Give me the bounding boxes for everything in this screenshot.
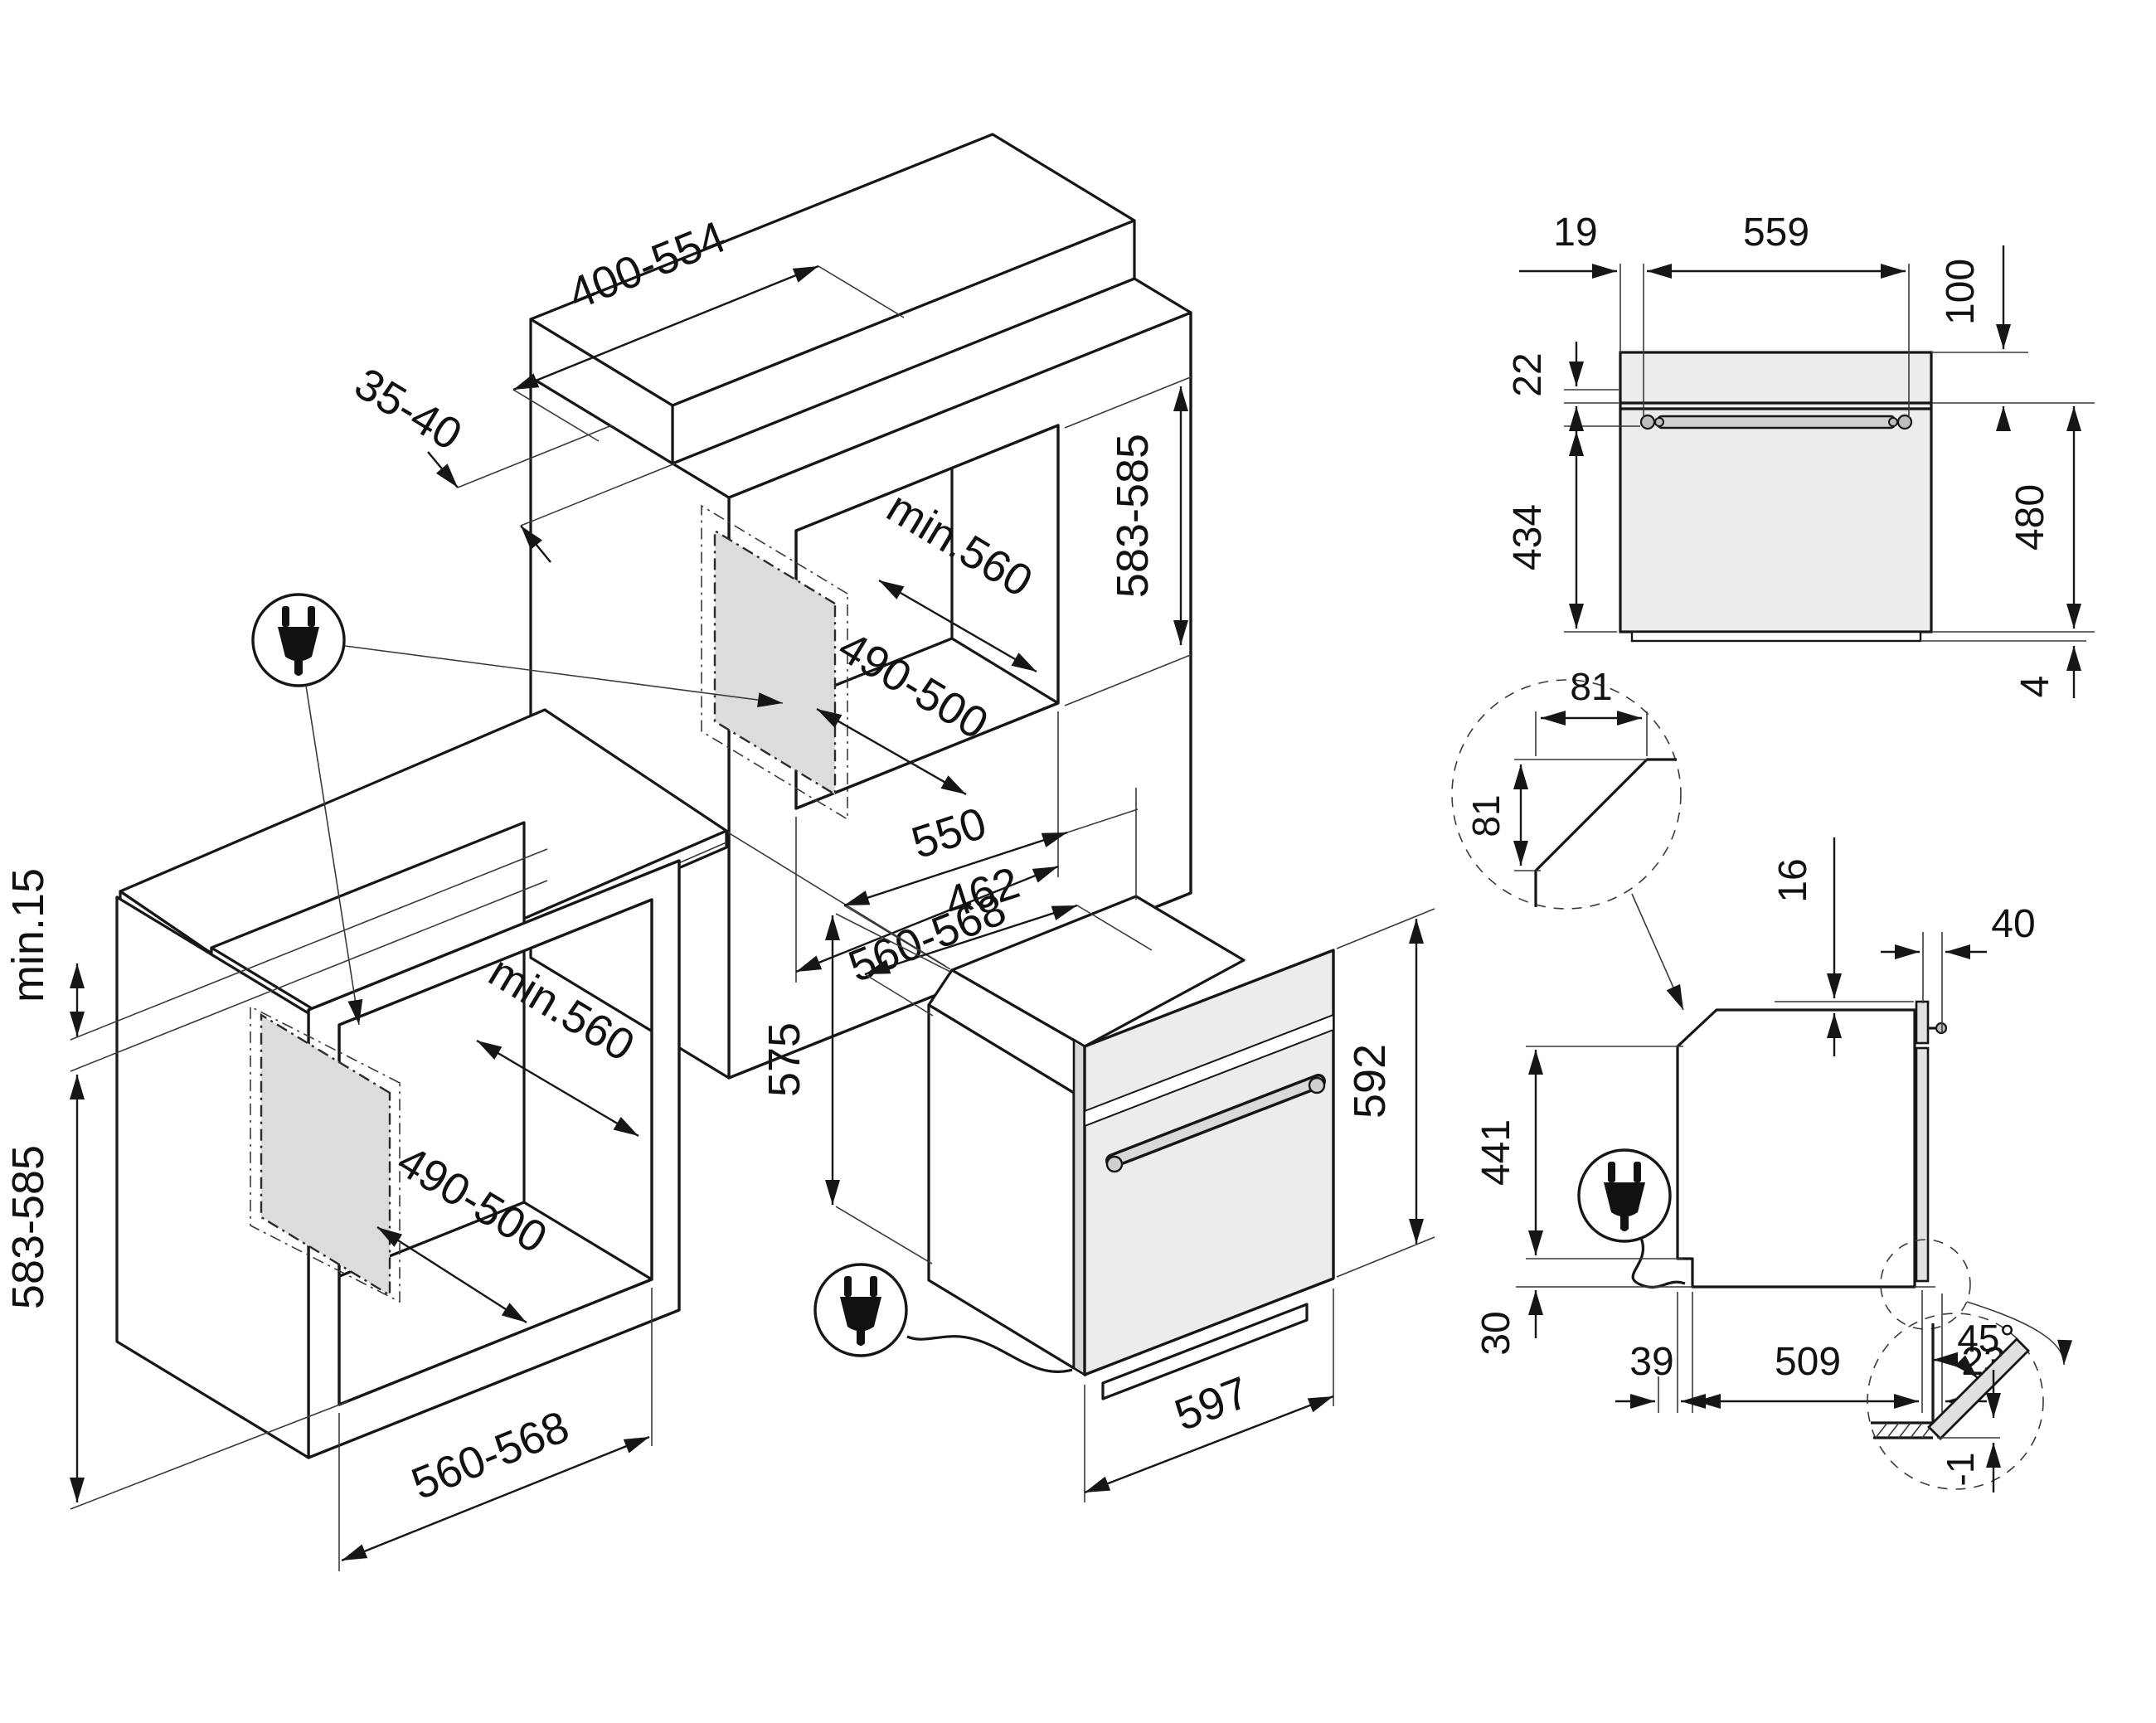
- tall-electrical-area-outline: [701, 504, 848, 821]
- dim-oven-height-body: 575: [760, 1022, 809, 1097]
- open-door-45: [1927, 1337, 2030, 1440]
- dim-oven-width-front: 597: [1168, 1367, 1256, 1440]
- dim-base-niche-width: 560-568: [405, 1401, 575, 1509]
- dim-rear-right-height: 480: [2008, 484, 2052, 551]
- dim-side-front-depth: 40: [1991, 902, 2035, 946]
- dim-side-rear-height: 441: [1474, 1119, 1518, 1186]
- dim-side-body-depth: 509: [1775, 1340, 1841, 1384]
- oven-door-front: [1083, 949, 1335, 1376]
- side-door: [1915, 1046, 1930, 1283]
- door-open-detail: 45° -1: [1867, 1313, 2044, 1492]
- dim-rear-rail-offset: 19: [1553, 211, 1597, 255]
- dim-side-top-gap: 16: [1771, 858, 1815, 902]
- side-control-panel: [1915, 1000, 1930, 1045]
- power-plug-icon: [813, 1263, 908, 1357]
- oven-handle: [1105, 1074, 1326, 1173]
- oven-plinth: [1101, 1303, 1309, 1400]
- side-power-cord: [1631, 1237, 1686, 1289]
- floor-hatch: [1871, 1421, 1934, 1439]
- detail-circle: [1880, 1239, 1971, 1330]
- side-handle-pin: [1935, 1022, 1948, 1035]
- oven-side-view: 16 40 441 30 39 509 23: [1474, 837, 2073, 1413]
- power-plug-icon: [251, 593, 346, 687]
- dim-door-drop: -1: [1939, 1453, 1982, 1487]
- oven-panel-gap: [1084, 1013, 1334, 1128]
- oven-isometric: 550 462 575 592 597: [727, 788, 1435, 1502]
- dim-chamfer-height: 81: [1464, 794, 1508, 837]
- dim-door-angle: 45°: [1957, 1317, 2015, 1360]
- detail-circle: [1867, 1313, 2044, 1490]
- dim-tall-top-rail: 35-40: [347, 358, 470, 460]
- dim-rear-foot: 4: [2013, 676, 2057, 698]
- rear-foot: [1630, 630, 1922, 643]
- dim-base-clearance: min.15: [3, 868, 53, 1002]
- cabinet-power-connection: [251, 593, 784, 1026]
- oven-door-edge: [1072, 1037, 1086, 1377]
- rear-body: [1619, 351, 1933, 633]
- dim-chamfer-width: 81: [1570, 665, 1612, 708]
- side-body: [1676, 1008, 1916, 1289]
- oven-power-cord: [906, 1335, 1073, 1373]
- detail-circle: [1451, 679, 1682, 910]
- chamfer-detail: 81 81: [1451, 665, 1684, 1011]
- dim-base-niche-height: 583-585: [3, 1145, 53, 1309]
- dim-side-plinth: 30: [1474, 1311, 1518, 1355]
- dim-rear-lower-height: 434: [1506, 504, 1550, 570]
- dim-rear-top-inset: 100: [1939, 259, 1983, 325]
- dim-tall-niche-height: 583-585: [1108, 434, 1158, 598]
- rear-mounting-rail: [1656, 415, 1896, 430]
- dim-rear-seam-gap: 22: [1506, 352, 1550, 396]
- power-plug-icon: [1577, 1148, 1672, 1243]
- tall-cabinet-isometric: 400-554 35-40 min.560 490-500 560-568 58…: [347, 133, 1193, 1080]
- base-cabinet-isometric: min.560 490-500 560-568 min.15 583-585: [3, 821, 681, 1571]
- oven-rear-view: 19 559 100 22 434 480 4: [1506, 211, 2095, 698]
- dim-rear-rail-width: 559: [1743, 211, 1809, 255]
- dim-side-rear-gap: 39: [1629, 1340, 1673, 1384]
- dim-oven-height-front: 592: [1345, 1044, 1395, 1119]
